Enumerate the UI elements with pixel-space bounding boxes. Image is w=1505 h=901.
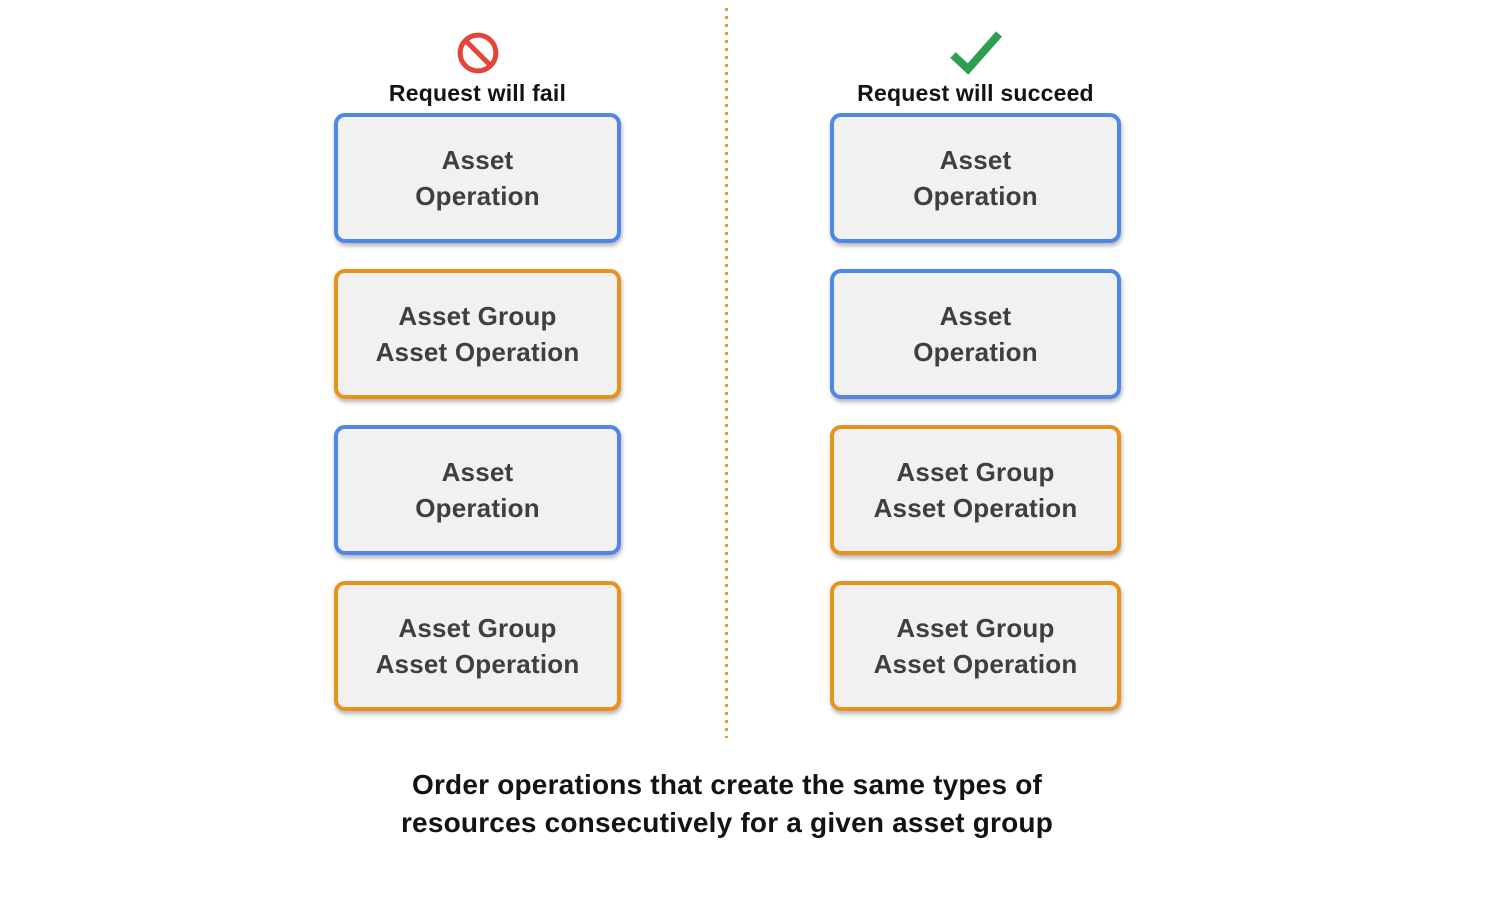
operation-box: Asset Group Asset Operation — [830, 425, 1121, 555]
no-entry-icon — [456, 31, 500, 75]
fail-header-label: Request will fail — [388, 80, 567, 106]
box-label: Asset Operation — [913, 301, 1038, 367]
operation-box: Asset Group Asset Operation — [334, 581, 621, 711]
box-label: Asset Operation — [913, 145, 1038, 211]
operation-box: Asset Operation — [830, 269, 1121, 399]
succeed-column: Request will succeed Asset Operation Ass… — [830, 14, 1121, 737]
box-label: Asset Operation — [415, 457, 540, 523]
diagram-caption: Order operations that create the same ty… — [400, 769, 1054, 838]
succeed-header-label: Request will succeed — [857, 80, 1094, 106]
checkmark-icon — [945, 29, 1007, 75]
operation-box: Asset Group Asset Operation — [334, 269, 621, 399]
operation-box: Asset Group Asset Operation — [830, 581, 1121, 711]
operation-box: Asset Operation — [334, 425, 621, 555]
dotted-divider — [725, 8, 728, 738]
succeed-header: Request will succeed — [830, 14, 1121, 113]
operation-box: Asset Operation — [334, 113, 621, 243]
box-label: Asset Group Asset Operation — [375, 613, 580, 679]
fail-header: Request will fail — [334, 14, 621, 113]
box-label: Asset Operation — [415, 145, 540, 211]
box-label: Asset Group Asset Operation — [375, 301, 580, 367]
fail-column: Request will fail Asset Operation Asset … — [334, 14, 621, 737]
box-label: Asset Group Asset Operation — [873, 613, 1078, 679]
box-label: Asset Group Asset Operation — [873, 457, 1078, 523]
operation-box: Asset Operation — [830, 113, 1121, 243]
